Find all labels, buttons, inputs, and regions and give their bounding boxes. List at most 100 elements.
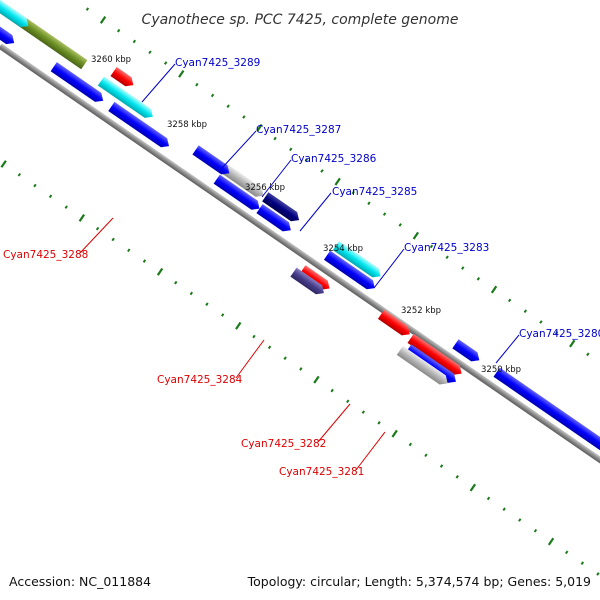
gene-bar-3284-slate[interactable] xyxy=(290,267,327,298)
scale-tick xyxy=(539,320,543,324)
scale-tick xyxy=(85,7,90,11)
gene-label-3283[interactable]: Cyan7425_3283 xyxy=(404,242,489,254)
scale-tick xyxy=(205,302,209,306)
scale-tick xyxy=(455,475,459,479)
genome-summary-text: Topology: circular; Length: 5,374,574 bp… xyxy=(247,574,591,589)
gene-bar-3289-cyan[interactable] xyxy=(97,76,156,122)
scale-tick xyxy=(273,136,277,141)
gene-bar-3282-red[interactable] xyxy=(407,333,464,378)
scale-tick xyxy=(78,213,86,222)
scale-tick xyxy=(156,267,164,276)
scale-tick xyxy=(547,537,555,546)
scale-tick xyxy=(174,280,178,285)
scale-tick xyxy=(210,93,215,98)
scale-tick xyxy=(486,496,491,501)
scale-tick xyxy=(148,50,152,55)
scale-tick xyxy=(116,28,121,33)
scale-tick xyxy=(533,528,538,533)
scale-tick xyxy=(163,61,168,65)
gene-bar-3281-grey[interactable] xyxy=(396,345,451,388)
leader-3284 xyxy=(235,339,265,379)
scale-tick xyxy=(596,572,600,576)
leader-3287 xyxy=(221,130,257,169)
gene-bar-3287-grey[interactable] xyxy=(220,163,267,200)
scale-tick xyxy=(564,550,569,555)
scale-tick xyxy=(178,69,185,78)
scale-tick xyxy=(195,82,199,87)
gene-label-3282[interactable]: Cyan7425_3282 xyxy=(241,438,326,450)
scale-tick xyxy=(445,255,449,260)
leader-3289 xyxy=(141,63,176,103)
leader-3286 xyxy=(261,159,292,198)
gene-label-3287[interactable]: Cyan7425_3287 xyxy=(256,124,341,136)
scale-tick xyxy=(523,309,528,313)
leader-3282 xyxy=(317,403,351,443)
scale-tick xyxy=(320,169,324,173)
scale-tick xyxy=(346,399,350,404)
gene-bar-3280-blue[interactable] xyxy=(493,367,600,460)
scale-label-3250: 3250 kbp xyxy=(481,365,521,375)
scale-tick xyxy=(377,421,381,425)
gene-bar-3288-red[interactable] xyxy=(110,66,136,90)
scale-tick xyxy=(382,212,387,216)
scale-tick xyxy=(48,194,53,199)
gene-bar-blue-6[interactable] xyxy=(256,204,294,235)
gene-bar-blue-4[interactable] xyxy=(192,145,232,177)
scale-tick xyxy=(313,375,320,384)
scale-tick xyxy=(142,259,147,263)
gene-label-3284[interactable]: Cyan7425_3284 xyxy=(157,374,243,386)
scale-tick xyxy=(361,410,366,414)
scale-tick xyxy=(367,201,371,206)
gene-bar-blue-8[interactable] xyxy=(452,339,482,365)
scale-tick xyxy=(334,177,341,186)
scale-tick xyxy=(429,244,434,249)
scale-tick xyxy=(391,429,398,438)
accession-text: Accession: NC_011884 xyxy=(9,574,151,589)
gene-bar-3281-blue[interactable] xyxy=(405,344,459,386)
gene-track xyxy=(0,0,600,469)
scale-tick xyxy=(507,298,512,303)
scale-tick xyxy=(99,15,107,24)
gene-label-3288[interactable]: Cyan7425_3288 xyxy=(3,249,88,261)
scale-tick xyxy=(351,190,355,195)
gene-bar-blue-2[interactable] xyxy=(50,62,107,105)
gene-bar-red-b[interactable] xyxy=(299,265,332,293)
gene-bar-cyan-left[interactable] xyxy=(0,0,31,31)
scale-tick xyxy=(586,352,590,357)
scale-tick xyxy=(33,183,37,188)
gene-label-3289[interactable]: Cyan7425_3289 xyxy=(175,57,260,69)
gene-bar-red-c[interactable] xyxy=(377,309,413,339)
scale-tick xyxy=(412,231,420,240)
scale-tick xyxy=(111,237,115,242)
scale-tick xyxy=(580,561,585,565)
scale-tick xyxy=(242,115,246,119)
gene-bar-blue-5[interactable] xyxy=(213,174,263,214)
scale-tick xyxy=(95,226,100,231)
leader-3285 xyxy=(299,192,332,232)
scale-tick xyxy=(490,285,498,294)
gene-label-3280[interactable]: Cyan7425_3280 xyxy=(519,328,600,340)
scale-tick xyxy=(256,123,263,132)
gene-bar-3283-cyan[interactable] xyxy=(332,241,384,281)
scale-label-3256: 3256 kbp xyxy=(245,183,285,193)
gene-bar-blue-7[interactable] xyxy=(323,250,378,293)
scale-tick xyxy=(502,507,506,511)
gene-label-3286[interactable]: Cyan7425_3286 xyxy=(291,153,377,165)
gene-bar-blue-1[interactable] xyxy=(0,11,17,47)
scale-tick xyxy=(283,356,287,360)
scale-tick xyxy=(0,160,7,168)
scale-label-3258: 3258 kbp xyxy=(167,120,207,130)
scale-tick xyxy=(398,223,402,227)
scale-tick xyxy=(408,442,413,447)
scale-tick xyxy=(330,388,334,393)
gene-label-3281[interactable]: Cyan7425_3281 xyxy=(279,466,364,478)
scale-tick xyxy=(17,172,22,177)
scale-label-3252: 3252 kbp xyxy=(401,306,441,316)
scale-tick xyxy=(569,339,576,348)
scale-tick xyxy=(132,39,137,44)
gene-bar-blue-3[interactable] xyxy=(108,101,172,151)
gene-bar-3286-navy[interactable] xyxy=(262,192,302,224)
gene-label-3285[interactable]: Cyan7425_3285 xyxy=(332,186,417,198)
scale-tick xyxy=(267,345,272,350)
scale-tick xyxy=(476,277,481,281)
